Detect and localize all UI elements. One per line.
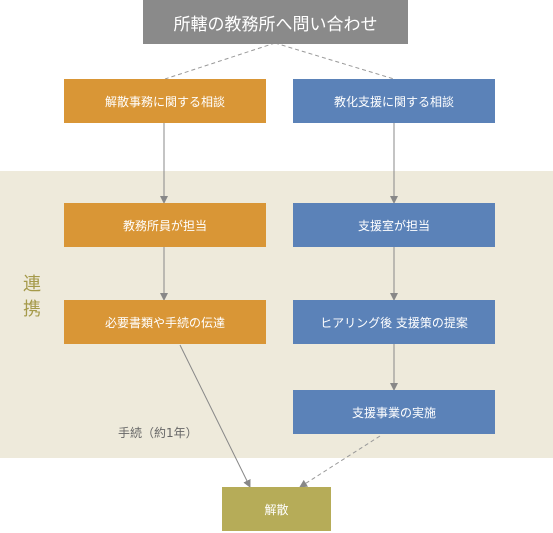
cooperation-label-char-1: 連 <box>23 274 41 295</box>
right-step-4: 支援事業の実施 <box>293 390 495 434</box>
right-step-1: 教化支援に関する相談 <box>293 79 495 123</box>
right-step-1-label: 教化支援に関する相談 <box>333 94 454 109</box>
dash-right-to-final <box>299 435 381 488</box>
left-step-2-label: 教務所員が担当 <box>122 218 207 233</box>
left-step-3: 必要書類や手続の伝達 <box>64 300 266 344</box>
final-label: 解散 <box>264 502 289 517</box>
left-step-1: 解散事務に関する相談 <box>64 79 266 123</box>
left-step-2: 教務所員が担当 <box>64 203 266 247</box>
left-step-1-label: 解散事務に関する相談 <box>104 94 225 109</box>
cooperation-label: 連 携 <box>20 272 44 322</box>
right-step-2-label: 支援室が担当 <box>357 218 430 233</box>
arrow-left-to-final <box>179 344 251 488</box>
left-step-3-label: 必要書類や手続の伝達 <box>104 315 225 330</box>
right-step-2: 支援室が担当 <box>293 203 495 247</box>
dash-title-right <box>274 42 395 80</box>
title-box: 所轄の教務所へ問い合わせ <box>143 0 408 44</box>
dash-title-left <box>164 42 276 80</box>
title-text: 所轄の教務所へ問い合わせ <box>173 14 378 35</box>
right-step-4-label: 支援事業の実施 <box>351 405 436 420</box>
final-box: 解散 <box>222 487 331 531</box>
right-step-3-label: ヒアリング後 支援策の提案 <box>320 315 468 330</box>
procedure-note: 手続（約1年） <box>118 426 198 440</box>
right-step-3: ヒアリング後 支援策の提案 <box>293 300 495 344</box>
cooperation-label-char-2: 携 <box>23 299 41 320</box>
